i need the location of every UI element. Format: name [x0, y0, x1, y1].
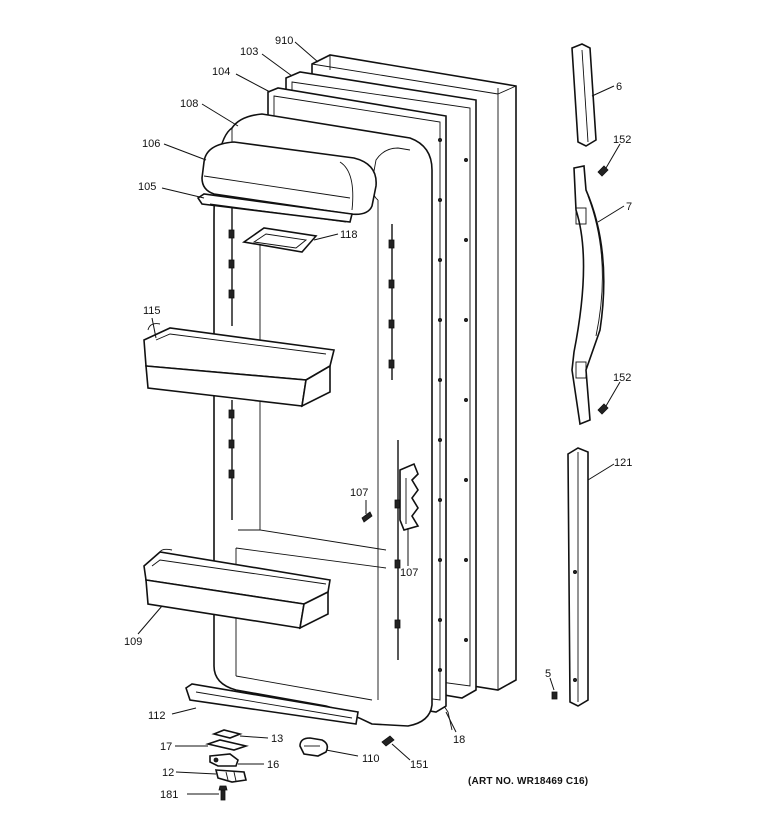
label-5: 5 — [545, 668, 551, 680]
label-109: 109 — [124, 636, 142, 648]
handle-end-cap-bottom — [567, 447, 589, 707]
door-edge-screws — [437, 137, 468, 673]
handle-end-cap-top — [571, 43, 597, 147]
screw-152-bottom — [597, 403, 609, 415]
door-stop-cam — [299, 737, 329, 757]
label-6: 6 — [616, 81, 622, 93]
label-13: 13 — [271, 733, 283, 745]
label-12: 12 — [162, 767, 174, 779]
label-121: 121 — [614, 457, 632, 469]
label-106: 106 — [142, 138, 160, 150]
screw-151 — [381, 735, 395, 747]
label-118: 118 — [340, 229, 358, 241]
label-104: 104 — [212, 66, 230, 78]
label-107-screw: 107 — [350, 487, 368, 499]
label-105: 105 — [138, 181, 156, 193]
dairy-door — [201, 141, 377, 216]
label-110: 110 — [362, 753, 380, 765]
label-107-latch: 107 — [400, 567, 418, 579]
part-labels: 910 103 104 108 106 105 118 115 107 107 … — [124, 35, 632, 801]
dairy-hinge-bar — [196, 193, 353, 223]
label-181: 181 — [160, 789, 178, 801]
label-910: 910 — [275, 35, 293, 47]
art-number-caption: (ART NO. WR18469 C16) — [468, 776, 589, 787]
label-7: 7 — [626, 201, 632, 213]
label-18: 18 — [453, 734, 465, 746]
label-17: 17 — [160, 741, 172, 753]
label-115: 115 — [143, 305, 161, 317]
door-handle — [571, 165, 605, 426]
label-112: 112 — [148, 710, 166, 722]
upper-door-bin — [143, 323, 335, 408]
screw-152-top — [597, 165, 609, 177]
label-16: 16 — [267, 759, 279, 771]
mullion-latch — [399, 462, 420, 531]
label-108: 108 — [180, 98, 198, 110]
leader-lines — [137, 41, 625, 795]
screw-107 — [361, 511, 373, 523]
hinge-hardware — [205, 729, 249, 801]
part-5-clip — [551, 691, 558, 700]
label-103: 103 — [240, 46, 258, 58]
label-152-top: 152 — [613, 134, 631, 146]
lower-door-bin — [143, 548, 331, 630]
label-152-bottom: 152 — [613, 372, 631, 384]
small-tray — [241, 227, 318, 253]
label-151: 151 — [410, 759, 428, 771]
bottom-trim — [185, 683, 359, 725]
